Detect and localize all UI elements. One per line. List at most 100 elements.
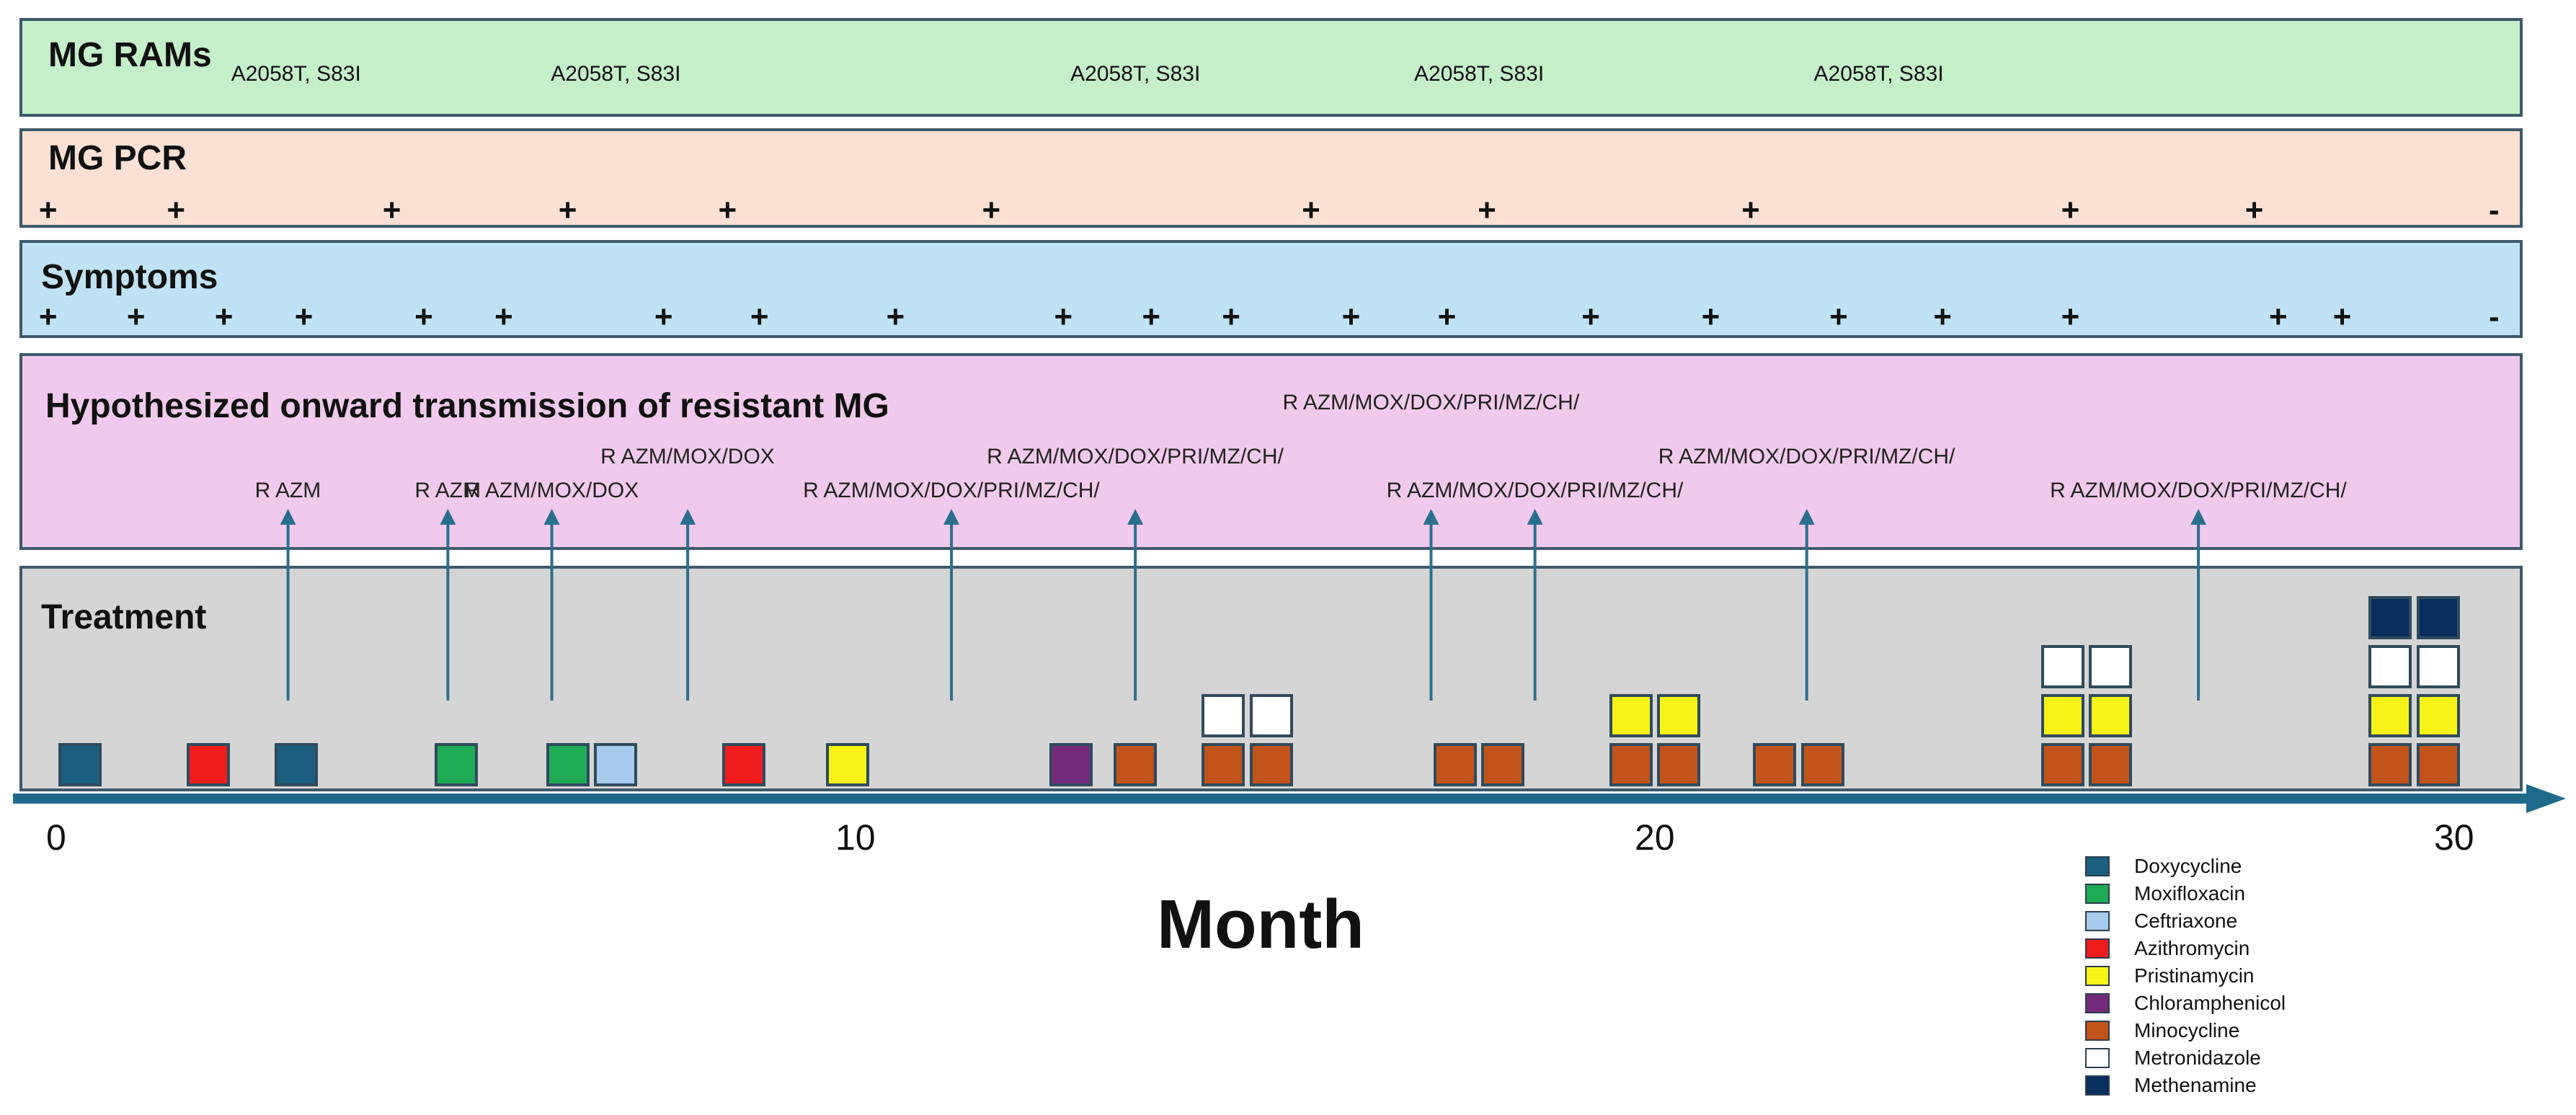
treatment-square-metronidazole xyxy=(2089,645,2133,688)
symptom-positive: + xyxy=(2269,299,2288,334)
symptom-positive: + xyxy=(38,299,58,334)
transmission-arrow-head xyxy=(680,509,696,525)
axis-tick-label: 20 xyxy=(1635,817,1675,858)
treatment-square-minocycline xyxy=(1657,743,1701,786)
legend-swatch xyxy=(2085,993,2110,1013)
pcr-positive: + xyxy=(558,192,577,228)
treatment-square-pristinamycin xyxy=(2368,694,2412,737)
resistance-label: R AZM/MOX/DOX/PRI/MZ/CH/ xyxy=(2050,479,2347,502)
transmission-arrow-head xyxy=(1127,509,1144,525)
treatment-square-minocycline xyxy=(1433,743,1477,786)
legend-label: Moxifloxacin xyxy=(2134,882,2246,905)
treatment-square-chloramphenicol xyxy=(1049,743,1093,786)
symptom-positive: + xyxy=(654,299,673,334)
treatment-square-minocycline xyxy=(1609,743,1653,786)
resistance-label: R AZM/MOX/DOX xyxy=(464,479,639,502)
axis-title: Month xyxy=(1157,886,1364,963)
pcr-band-title: MG PCR xyxy=(48,139,187,177)
symptom-negative: - xyxy=(2488,299,2500,334)
pcr-positive: + xyxy=(1741,192,1760,228)
pcr-positive: + xyxy=(382,192,401,228)
symptom-positive: + xyxy=(1222,299,1240,334)
treatment-square-metronidazole xyxy=(2040,645,2084,688)
resistance-label: R AZM xyxy=(254,479,321,502)
ram-label: A2058T, S83I xyxy=(1813,62,1944,86)
symptom-positive: + xyxy=(2332,299,2352,334)
legend-label: Methenamine xyxy=(2134,1074,2257,1096)
pcr-positive: + xyxy=(38,192,58,228)
treatment-square-azithromycin xyxy=(721,743,765,786)
ram-label: A2058T, S83I xyxy=(1070,62,1201,86)
treatment-square-pristinamycin xyxy=(2416,694,2460,737)
axis-tick-label: 30 xyxy=(2434,817,2474,858)
pcr-positive: + xyxy=(166,192,186,228)
transmission-arrow-head xyxy=(1527,509,1543,525)
resistance-label: R AZM/MOX/DOX xyxy=(600,445,775,468)
resistance-label: R AZM/MOX/DOX/PRI/MZ/CH/ xyxy=(987,445,1284,468)
treatment-square-pristinamycin xyxy=(2040,694,2084,737)
treatment-square-minocycline xyxy=(1114,743,1158,786)
symptom-positive: + xyxy=(1142,299,1161,334)
legend-label: Minocycline xyxy=(2134,1019,2240,1041)
treatment-square-pristinamycin xyxy=(2089,694,2133,737)
legend-label: Pristinamycin xyxy=(2134,964,2255,987)
legend-label: Metronidazole xyxy=(2134,1047,2261,1069)
treatment-square-minocycline xyxy=(1249,743,1293,786)
treatment-square-doxycycline xyxy=(58,743,102,786)
ram-label: A2058T, S83I xyxy=(551,62,681,86)
symptom-positive: + xyxy=(886,299,905,334)
legend-swatch xyxy=(2085,1048,2110,1068)
transmission-band: Hypothesized onward transmission of resi… xyxy=(19,353,2523,550)
resistance-label: R AZM/MOX/DOX/PRI/MZ/CH/ xyxy=(1658,445,1955,468)
legend-label: Azithromycin xyxy=(2134,937,2250,959)
treatment-square-metronidazole xyxy=(2416,645,2460,688)
symptom-positive: + xyxy=(1581,299,1600,334)
legend-swatch xyxy=(2085,1021,2110,1041)
legend-label: Doxycycline xyxy=(2134,855,2242,877)
pcr-positive: + xyxy=(982,192,1001,228)
treatment-square-moxifloxacin xyxy=(434,743,478,786)
time-axis-line xyxy=(13,794,2530,804)
rams-band-title: MG RAMs xyxy=(48,36,212,74)
treatment-square-metronidazole xyxy=(1249,694,1293,737)
pcr-negative: - xyxy=(2488,192,2500,228)
axis-tick-label: 10 xyxy=(835,817,876,858)
treatment-square-minocycline xyxy=(2416,743,2460,786)
treatment-square-minocycline xyxy=(1800,743,1844,786)
symptoms-band: Symptoms xyxy=(19,240,2523,338)
symptom-positive: + xyxy=(1701,299,1720,334)
transmission-band-title: Hypothesized onward transmission of resi… xyxy=(45,387,889,425)
resistance-label: R AZM/MOX/DOX/PRI/MZ/CH/ xyxy=(1282,391,1580,414)
rams-band: MG RAMs xyxy=(19,18,2523,117)
transmission-arrow-head xyxy=(440,509,456,525)
pcr-positive: + xyxy=(1478,192,1496,228)
time-axis-arrowhead xyxy=(2526,784,2566,813)
treatment-band-title: Treatment xyxy=(41,598,207,636)
treatment-square-minocycline xyxy=(2040,743,2084,786)
transmission-arrow-head xyxy=(943,509,960,525)
symptom-positive: + xyxy=(1437,299,1457,334)
legend-swatch xyxy=(2085,966,2110,986)
transmission-arrow-head xyxy=(280,509,296,525)
treatment-square-methenamine xyxy=(2368,596,2412,639)
treatment-square-minocycline xyxy=(1481,743,1525,786)
legend-label: Chloramphenicol xyxy=(2134,992,2286,1014)
symptom-positive: + xyxy=(1829,299,1848,334)
legend-swatch xyxy=(2085,1075,2110,1096)
treatment-square-pristinamycin xyxy=(1609,694,1653,737)
pcr-positive: + xyxy=(2244,192,2264,228)
symptom-positive: + xyxy=(1341,299,1361,334)
legend-swatch xyxy=(2085,856,2110,876)
treatment-square-pristinamycin xyxy=(825,743,869,786)
treatment-square-pristinamycin xyxy=(1657,694,1701,737)
treatment-square-doxycycline xyxy=(274,743,318,786)
resistance-label: R AZM/MOX/DOX/PRI/MZ/CH/ xyxy=(803,479,1100,502)
treatment-square-minocycline xyxy=(1753,743,1797,786)
transmission-arrow-head xyxy=(1798,509,1815,525)
symptom-positive: + xyxy=(1933,299,1952,334)
treatment-square-moxifloxacin xyxy=(546,743,590,786)
symptom-positive: + xyxy=(1054,299,1073,334)
